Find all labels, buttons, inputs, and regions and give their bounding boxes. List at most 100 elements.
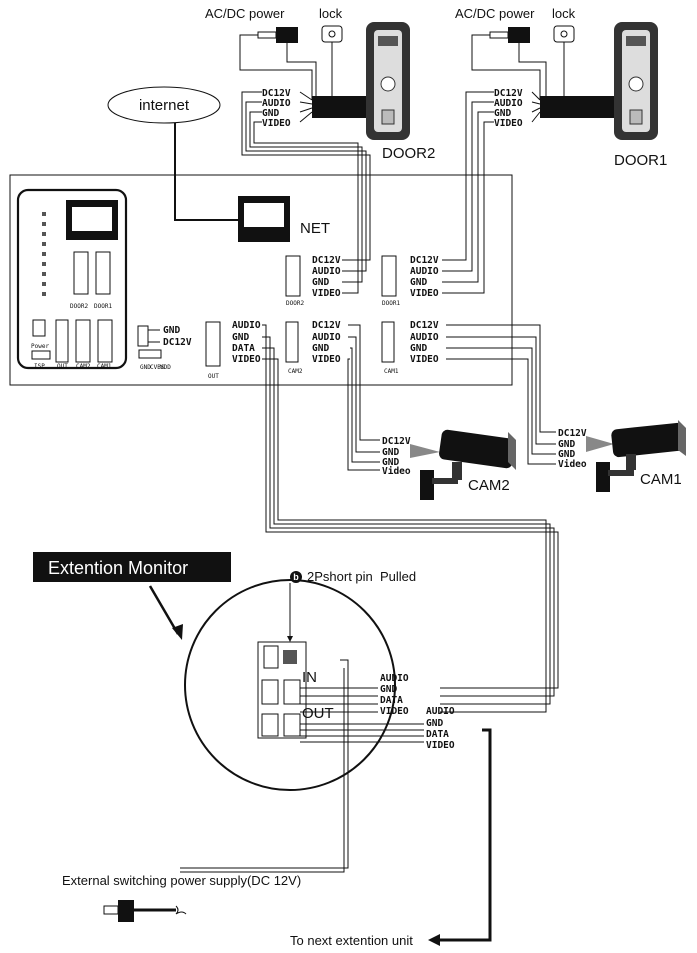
door1-lock-icon (553, 25, 575, 43)
main-board: DOOR2 DOOR1 Power ISP OUT CAM2 CAM1 (16, 188, 128, 370)
cam2-wire-labels: DC12V GND GND Video (382, 436, 411, 477)
cam1-pin-video: Video (558, 459, 587, 470)
power-pin-dc12v: DC12V (163, 337, 192, 348)
next-unit-label: To next extention unit (290, 933, 413, 948)
cam2-pin-dc12v: DC12V (382, 436, 411, 447)
b-marker-icon (290, 571, 302, 583)
board-power-label: Power (31, 343, 49, 350)
door2-name: DOOR2 (382, 145, 435, 162)
cam1-port-pin-dc12v: DC12V (410, 320, 439, 331)
cam2-pin-gnd-1: GND (382, 447, 399, 458)
door1-wire-labels: DC12V AUDIO GND VIDEO (494, 88, 523, 129)
b-marker: b (293, 572, 299, 582)
net-jack (238, 196, 290, 242)
out-port-name: OUT (208, 373, 219, 380)
extension-board (257, 641, 307, 739)
extension-monitor-circle (184, 579, 396, 791)
door1-lock-label: lock (552, 6, 576, 21)
door1-pin-audio: AUDIO (494, 98, 523, 109)
internet-label: internet (139, 97, 190, 114)
net-label: NET (300, 220, 330, 237)
pin-note-2: Pulled (380, 569, 416, 584)
board-cam1-label: CAM1 (97, 363, 112, 370)
extension-in-label: IN (302, 669, 317, 686)
switch-vdd-label: VDD (160, 364, 171, 371)
board-door1-label: DOOR1 (94, 303, 112, 310)
extension-in-pin-gnd: GND (380, 684, 397, 695)
door2-port-pin-video: VIDEO (312, 288, 341, 299)
extension-out-pin-video: VIDEO (426, 740, 455, 751)
cam2-port-pin-audio: AUDIO (312, 332, 341, 343)
door1-port-pin-dc12v: DC12V (410, 255, 439, 266)
door2-port-pin-dc12v: DC12V (312, 255, 341, 266)
door1-power-label: AC/DC power (455, 6, 535, 21)
cam2-port-pin-dc12v: DC12V (312, 320, 341, 331)
door2-pin-audio: AUDIO (262, 98, 291, 109)
door1-port-pin-video: VIDEO (410, 288, 439, 299)
door2-panel (366, 22, 410, 140)
cam1-port-pin-video: VIDEO (410, 354, 439, 365)
cam1-port: CAM1 DC12V AUDIO GND VIDEO (381, 320, 439, 375)
cam1-port-pin-audio: AUDIO (410, 332, 439, 343)
door2-power-plug (257, 27, 298, 43)
cam2-camera-icon (410, 429, 516, 500)
cam2-pin-gnd-2: GND (382, 457, 399, 468)
out-port-pin-audio: AUDIO (232, 320, 261, 331)
pin-note-1: 2Pshort pin (307, 569, 373, 584)
out-port: OUT AUDIO GND DATA VIDEO (205, 320, 261, 380)
cam1-pin-gnd-1: GND (558, 439, 575, 450)
door2-power-label: AC/DC power (205, 6, 285, 21)
door2-cable (312, 96, 368, 118)
extension-in-pin-data: DATA (380, 695, 403, 706)
extension-out-pin-audio: AUDIO (426, 706, 455, 717)
door1-pin-gnd: GND (494, 108, 511, 119)
door1-port-pin-audio: AUDIO (410, 266, 439, 277)
cam1-port-pin-gnd: GND (410, 343, 427, 354)
cam1-pin-dc12v: DC12V (558, 428, 587, 439)
door2-lock-icon (321, 25, 343, 43)
extension-out-pin-data: DATA (426, 729, 449, 740)
door1-panel (614, 22, 658, 140)
door2-port: DOOR2 DC12V AUDIO GND VIDEO (285, 255, 341, 307)
cam1-name: CAM1 (640, 471, 682, 488)
board-door2-label: DOOR2 (70, 303, 88, 310)
extension-in-pins: AUDIO GND DATA VIDEO (380, 673, 409, 717)
switch-gnd-label: GND (140, 364, 151, 371)
cam2-port: CAM2 DC12V AUDIO GND VIDEO (285, 320, 341, 375)
door2-pin-video: VIDEO (262, 118, 291, 129)
cam2-name: CAM2 (468, 477, 510, 494)
door2-wire-labels: DC12V AUDIO GND VIDEO (262, 88, 291, 129)
extension-out-pins: AUDIO GND DATA VIDEO (426, 706, 455, 751)
door2-pin-dc12v: DC12V (262, 88, 291, 99)
extension-title: Extention Monitor (48, 558, 188, 578)
extension-in-pin-audio: AUDIO (380, 673, 409, 684)
door2-lock-label: lock (319, 6, 343, 21)
switch-cvbs-label: CVBS (150, 364, 165, 371)
extension-title-box (33, 552, 231, 582)
cam2-port-pin-video: VIDEO (312, 354, 341, 365)
cam1-wire-labels: DC12V GND GND Video (558, 428, 587, 470)
extension-out-pin-gnd: GND (426, 718, 443, 729)
main-unit-outline (9, 174, 513, 386)
extension-in-pin-video: VIDEO (380, 706, 409, 717)
cam2-port-pin-gnd: GND (312, 343, 329, 354)
cam1-port-name: CAM1 (384, 368, 399, 375)
door1-port-pin-gnd: GND (410, 277, 427, 288)
cam1-pin-gnd-2: GND (558, 449, 575, 460)
internet-bubble (107, 86, 221, 124)
door2-port-pin-audio: AUDIO (312, 266, 341, 277)
cam2-port-name: CAM2 (288, 368, 303, 375)
extension-out-label: OUT (302, 705, 334, 722)
door1-port-name: DOOR1 (382, 300, 400, 307)
door1-power-plug (489, 27, 530, 43)
door2-pin-gnd: GND (262, 108, 279, 119)
board-out-label: OUT (57, 363, 68, 370)
out-port-pin-data: DATA (232, 343, 255, 354)
power-supply-label: External switching power supply(DC 12V) (62, 873, 301, 888)
out-port-pin-gnd: GND (232, 332, 249, 343)
power-connector: GND DC12V GND CVBS VDD (137, 325, 192, 371)
cam2-pin-video: Video (382, 466, 411, 477)
door1-name: DOOR1 (614, 152, 667, 169)
door1-port: DOOR1 DC12V AUDIO GND VIDEO (381, 255, 439, 307)
door1-cable (540, 96, 616, 118)
